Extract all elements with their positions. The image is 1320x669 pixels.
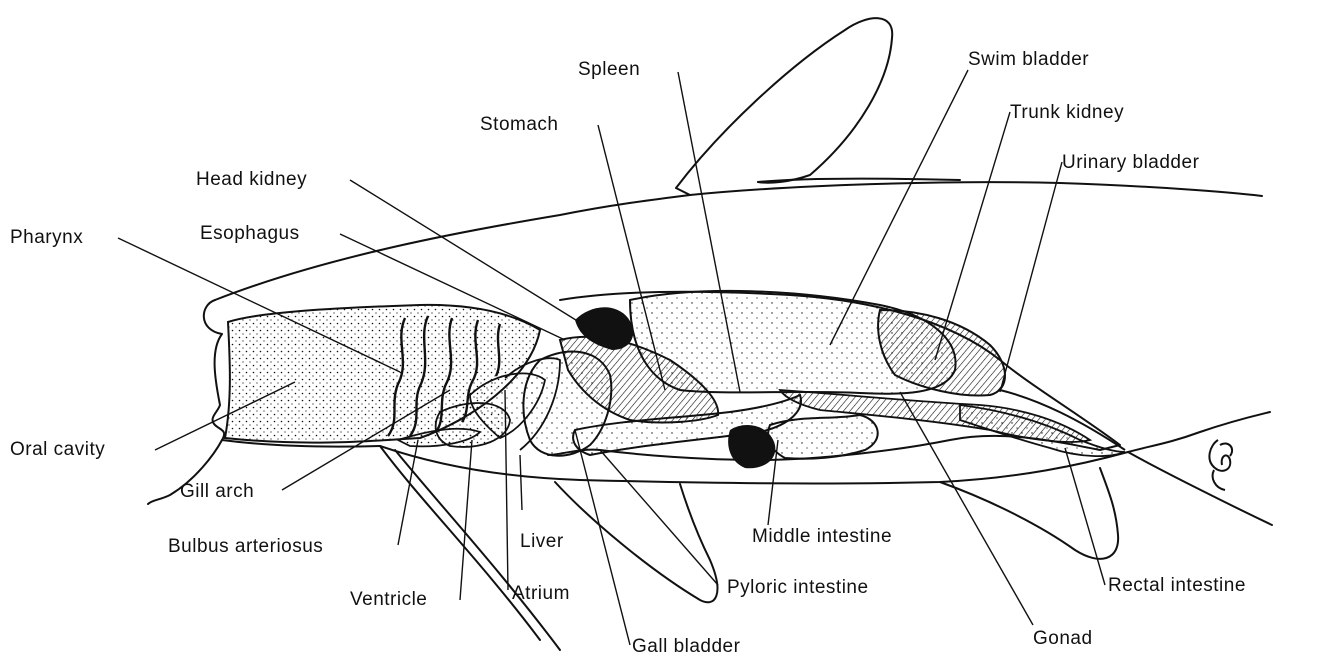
label-gill-arch: Gill arch: [180, 482, 254, 501]
label-urinary-bladder: Urinary bladder: [1062, 153, 1199, 172]
middle-intestine-shape: [768, 415, 878, 459]
label-gonad: Gonad: [1033, 629, 1093, 648]
label-ventricle: Ventricle: [350, 590, 427, 609]
label-rectal-intestine: Rectal intestine: [1108, 576, 1246, 595]
label-pharynx: Pharynx: [10, 228, 83, 247]
pelvic-fin: [555, 482, 717, 602]
label-oral-cavity: Oral cavity: [10, 440, 105, 459]
label-trunk-kidney: Trunk kidney: [1010, 103, 1124, 122]
label-gall-bladder: Gall bladder: [632, 637, 740, 656]
label-esophagus: Esophagus: [200, 224, 300, 243]
label-pyloric-intestine: Pyloric intestine: [727, 578, 869, 597]
anal-fin: [940, 468, 1118, 559]
label-liver: Liver: [520, 532, 564, 551]
label-spleen: Spleen: [578, 60, 640, 79]
dorsal-fin: [676, 18, 892, 195]
label-atrium: Atrium: [512, 584, 570, 603]
dorsal-body-outline: [215, 182, 1262, 300]
artist-monogram: [1209, 440, 1232, 490]
label-swim-bladder: Swim bladder: [968, 50, 1089, 69]
label-bulbus-arteriosus: Bulbus arteriosus: [168, 537, 323, 556]
label-middle-intestine: Middle intestine: [752, 527, 892, 546]
label-head-kidney: Head kidney: [196, 170, 307, 189]
label-stomach: Stomach: [480, 115, 558, 134]
mouth-outline: [148, 300, 224, 504]
